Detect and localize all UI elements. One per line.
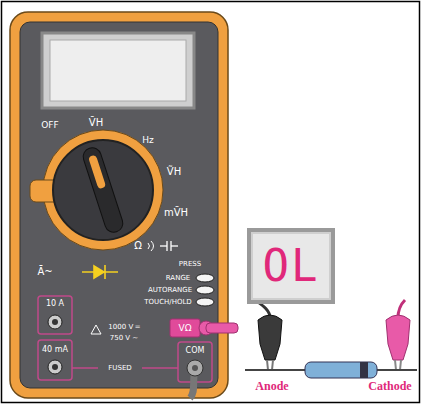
- warning-symbol: [91, 325, 101, 334]
- range-label: mV̄H: [164, 208, 188, 218]
- button-label: AUTORANGE: [148, 287, 192, 294]
- display-reading: OL: [263, 244, 320, 288]
- cathode-band: [360, 362, 368, 378]
- terminal-jacks: [48, 315, 62, 374]
- vohm-terminal: [170, 319, 200, 337]
- terminal-label: COM: [186, 347, 205, 355]
- button-label: TOUCH/HOLD: [144, 299, 191, 306]
- terminal-label: 10 A: [46, 300, 64, 308]
- button-label: RANGE: [166, 275, 190, 282]
- range-label: Ā~: [37, 267, 52, 277]
- black-clip-jaw: [267, 360, 273, 370]
- meter-display: [42, 33, 194, 108]
- button-label: PRESS: [179, 261, 201, 268]
- meter-panel: [20, 22, 218, 388]
- range-buttons: [196, 274, 214, 306]
- meter-body: [10, 12, 228, 398]
- terminal-label: VΩ: [176, 324, 193, 333]
- black-probe-plug: [187, 360, 203, 398]
- red-clip: [386, 315, 410, 360]
- rating-label: 1000 V ═: [108, 324, 139, 331]
- selector-ring: [43, 130, 163, 250]
- black-clip: [258, 315, 282, 360]
- terminal-outlines: [38, 296, 212, 382]
- red-probe-plug: [199, 321, 238, 335]
- selector-dial: [53, 140, 153, 240]
- range-label: Hz: [142, 136, 154, 145]
- red-clip-jaw: [395, 360, 401, 370]
- range-label: V̄H: [89, 118, 103, 128]
- terminal-name: Anode: [255, 380, 288, 392]
- selector-knob: [81, 145, 125, 234]
- range-label: Ω: [134, 241, 142, 251]
- terminal-label: 40 mA: [42, 346, 68, 354]
- diode-body: [305, 362, 377, 378]
- rating-label: 750 V ~: [110, 335, 138, 342]
- capacitor-symbol: [160, 241, 178, 251]
- terminal-name: Cathode: [368, 380, 411, 392]
- continuity-symbol: [148, 241, 154, 251]
- diode-symbol: [82, 265, 118, 279]
- ohmmeter-readout: OL: [247, 228, 335, 304]
- fuse-label: FUSED: [106, 365, 133, 372]
- range-label: OFF: [41, 121, 58, 130]
- range-label: ṼH: [167, 167, 181, 177]
- meter-lcd: [50, 40, 186, 101]
